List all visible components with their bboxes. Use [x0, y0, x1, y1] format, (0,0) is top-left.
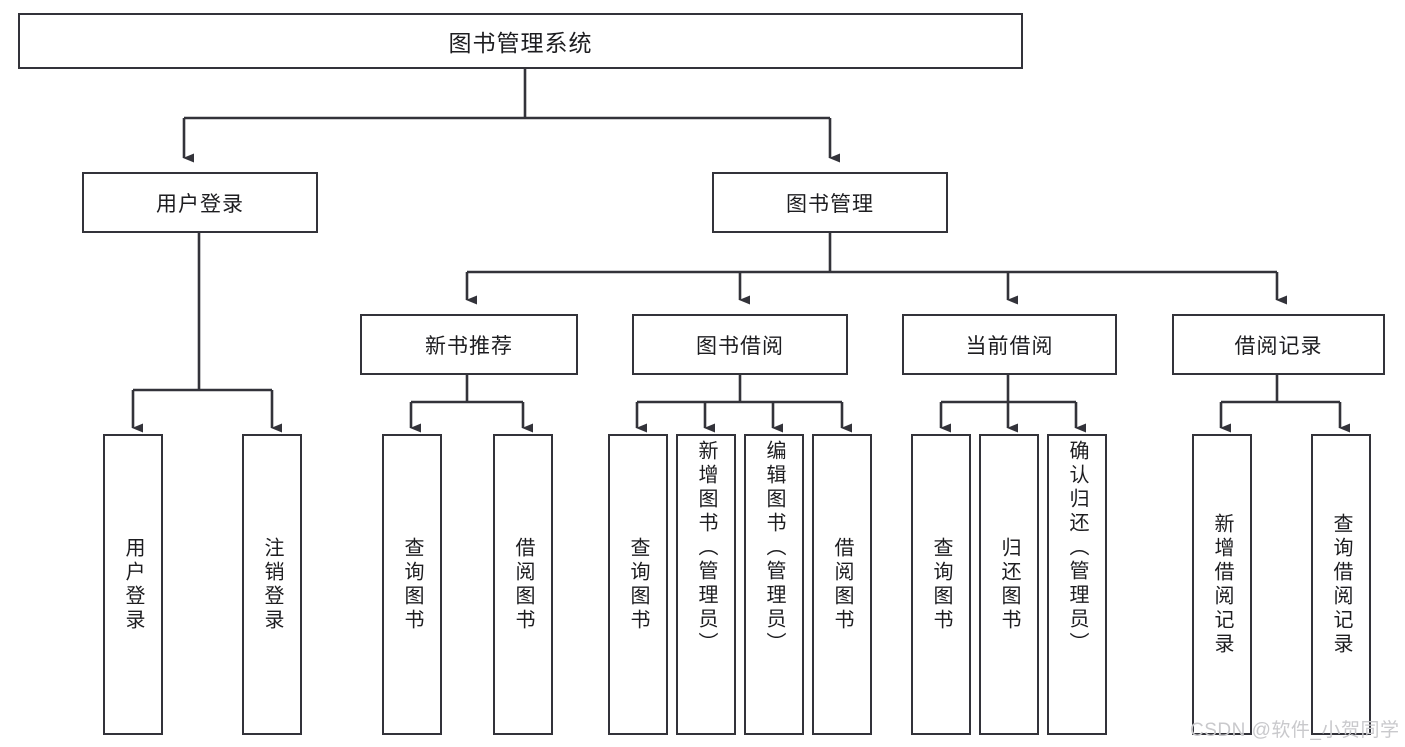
node-new-book-recommend[interactable]: 新书推荐: [360, 314, 578, 375]
leaf-current-confirm-return-admin[interactable]: 确认归还（管理员）: [1047, 434, 1107, 735]
node-label: 新书推荐: [425, 334, 513, 358]
leaf-borrow-borrow-book[interactable]: 借阅图书: [812, 434, 872, 735]
node-label: 查询图书: [627, 536, 649, 633]
node-label: 归还图书: [998, 536, 1020, 633]
node-label: 图书管理系统: [448, 30, 593, 56]
node-book-management[interactable]: 图书管理: [712, 172, 948, 233]
node-label: 用户登录: [122, 536, 144, 633]
leaf-current-query-book[interactable]: 查询图书: [911, 434, 971, 735]
node-label: 新增图书（管理员）: [695, 440, 717, 656]
node-label: 查询借阅记录: [1330, 512, 1352, 657]
leaf-borrow-query-book[interactable]: 查询图书: [608, 434, 668, 735]
leaf-user-login-signin[interactable]: 用户登录: [103, 434, 163, 735]
leaf-recommend-borrow-book[interactable]: 借阅图书: [493, 434, 553, 735]
csdn-watermark: CSDN @软件_小贺同学: [1190, 720, 1400, 741]
node-label: 查询图书: [930, 536, 952, 633]
node-label: 用户登录: [156, 192, 244, 216]
node-root-system[interactable]: 图书管理系统: [18, 13, 1023, 69]
node-label: 借阅记录: [1234, 334, 1323, 358]
node-label: 图书管理: [786, 192, 874, 216]
node-current-borrow[interactable]: 当前借阅: [902, 314, 1117, 375]
leaf-current-return-book[interactable]: 归还图书: [979, 434, 1039, 735]
node-label: 编辑图书（管理员）: [763, 440, 785, 656]
node-label: 注销登录: [261, 536, 283, 633]
node-label: 查询图书: [401, 536, 423, 633]
leaf-recommend-query-book[interactable]: 查询图书: [382, 434, 442, 735]
node-label: 图书借阅: [696, 334, 784, 358]
node-user-login[interactable]: 用户登录: [82, 172, 318, 233]
leaf-record-query-record[interactable]: 查询借阅记录: [1311, 434, 1371, 735]
node-book-borrow[interactable]: 图书借阅: [632, 314, 848, 375]
node-label: 借阅图书: [831, 536, 853, 633]
node-borrow-record[interactable]: 借阅记录: [1172, 314, 1385, 375]
node-label: 当前借阅: [965, 334, 1054, 358]
leaf-borrow-edit-book-admin[interactable]: 编辑图书（管理员）: [744, 434, 804, 735]
leaf-record-add-record[interactable]: 新增借阅记录: [1192, 434, 1252, 735]
node-label: 新增借阅记录: [1211, 512, 1233, 657]
leaf-user-login-signout[interactable]: 注销登录: [242, 434, 302, 735]
leaf-borrow-add-book-admin[interactable]: 新增图书（管理员）: [676, 434, 736, 735]
node-label: 借阅图书: [512, 536, 534, 633]
node-label: 确认归还（管理员）: [1066, 440, 1088, 656]
